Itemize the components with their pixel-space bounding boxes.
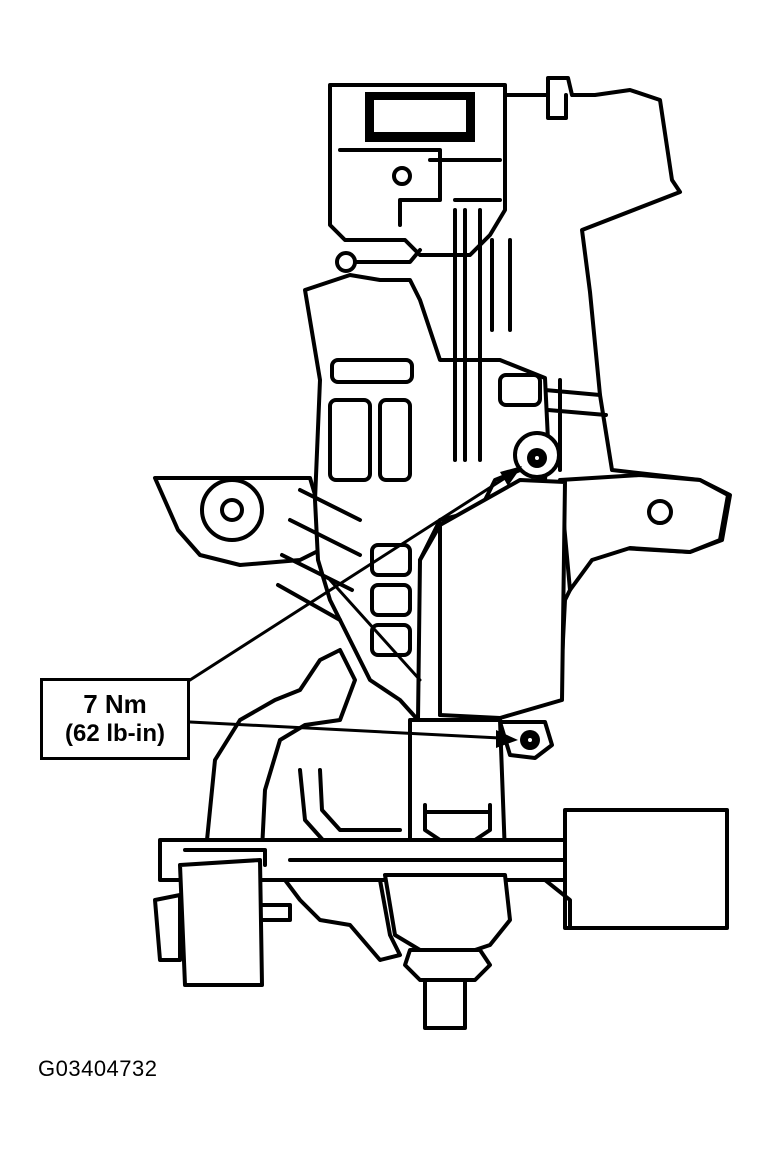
rib-slot-c [370,623,412,657]
top-housing-pin [392,166,412,186]
left-connector-top [183,848,267,867]
small-screw-bracket [353,248,422,264]
callout-leader-lower [188,720,502,740]
lower-yoke [383,873,512,957]
callout-leader-upper [188,476,507,682]
left-connector [178,858,264,987]
lower-column-section [408,718,507,857]
diagonal-rib-2 [288,518,362,557]
callout-leader-body-cross [328,578,422,682]
lower-bracket-frame [283,878,402,962]
rib-slot-a [370,543,412,577]
diagonal-rib-1 [298,488,362,522]
central-shaft-tube [453,208,482,462]
lower-shaft-collar [403,948,492,982]
lock-module-box [438,478,567,720]
left-connector-tab [260,903,292,922]
small-screw-left [335,251,357,273]
figure-id-label: G03404732 [38,1056,158,1081]
shaft-right-guide [490,238,512,332]
left-harness-inner [298,768,402,850]
top-housing-detail [338,148,502,227]
lower-bolt-center [524,734,536,746]
body-slot-2 [328,398,372,482]
callout-arrowhead-lower [496,730,518,748]
body-slot-1 [330,358,414,384]
main-column-body [303,273,550,722]
torque-imperial-value: (62 lb-in) [65,720,165,747]
left-connector-clip [153,893,182,962]
right-housing-inner-edge [546,93,568,120]
body-slot-4 [498,373,542,407]
left-mount-hole [220,498,244,522]
lower-shaft-stub [423,978,467,1030]
right-mounting-flange [558,473,730,592]
callout-arrowhead-upper [500,466,522,486]
rib-slot-b [370,583,412,617]
right-mount-hole [647,499,673,525]
lock-module-front-edge [418,523,442,717]
top-housing-window-inner [370,96,470,136]
left-harness-outer [203,648,357,862]
body-slot-3 [378,398,412,482]
right-connector-bracket [503,878,572,930]
upper-bolt-center [531,452,543,464]
torque-metric-value: 7 Nm [83,689,147,719]
right-connector-block [563,808,729,930]
torque-callout-box: 7 Nm (62 lb-in) [40,678,190,760]
